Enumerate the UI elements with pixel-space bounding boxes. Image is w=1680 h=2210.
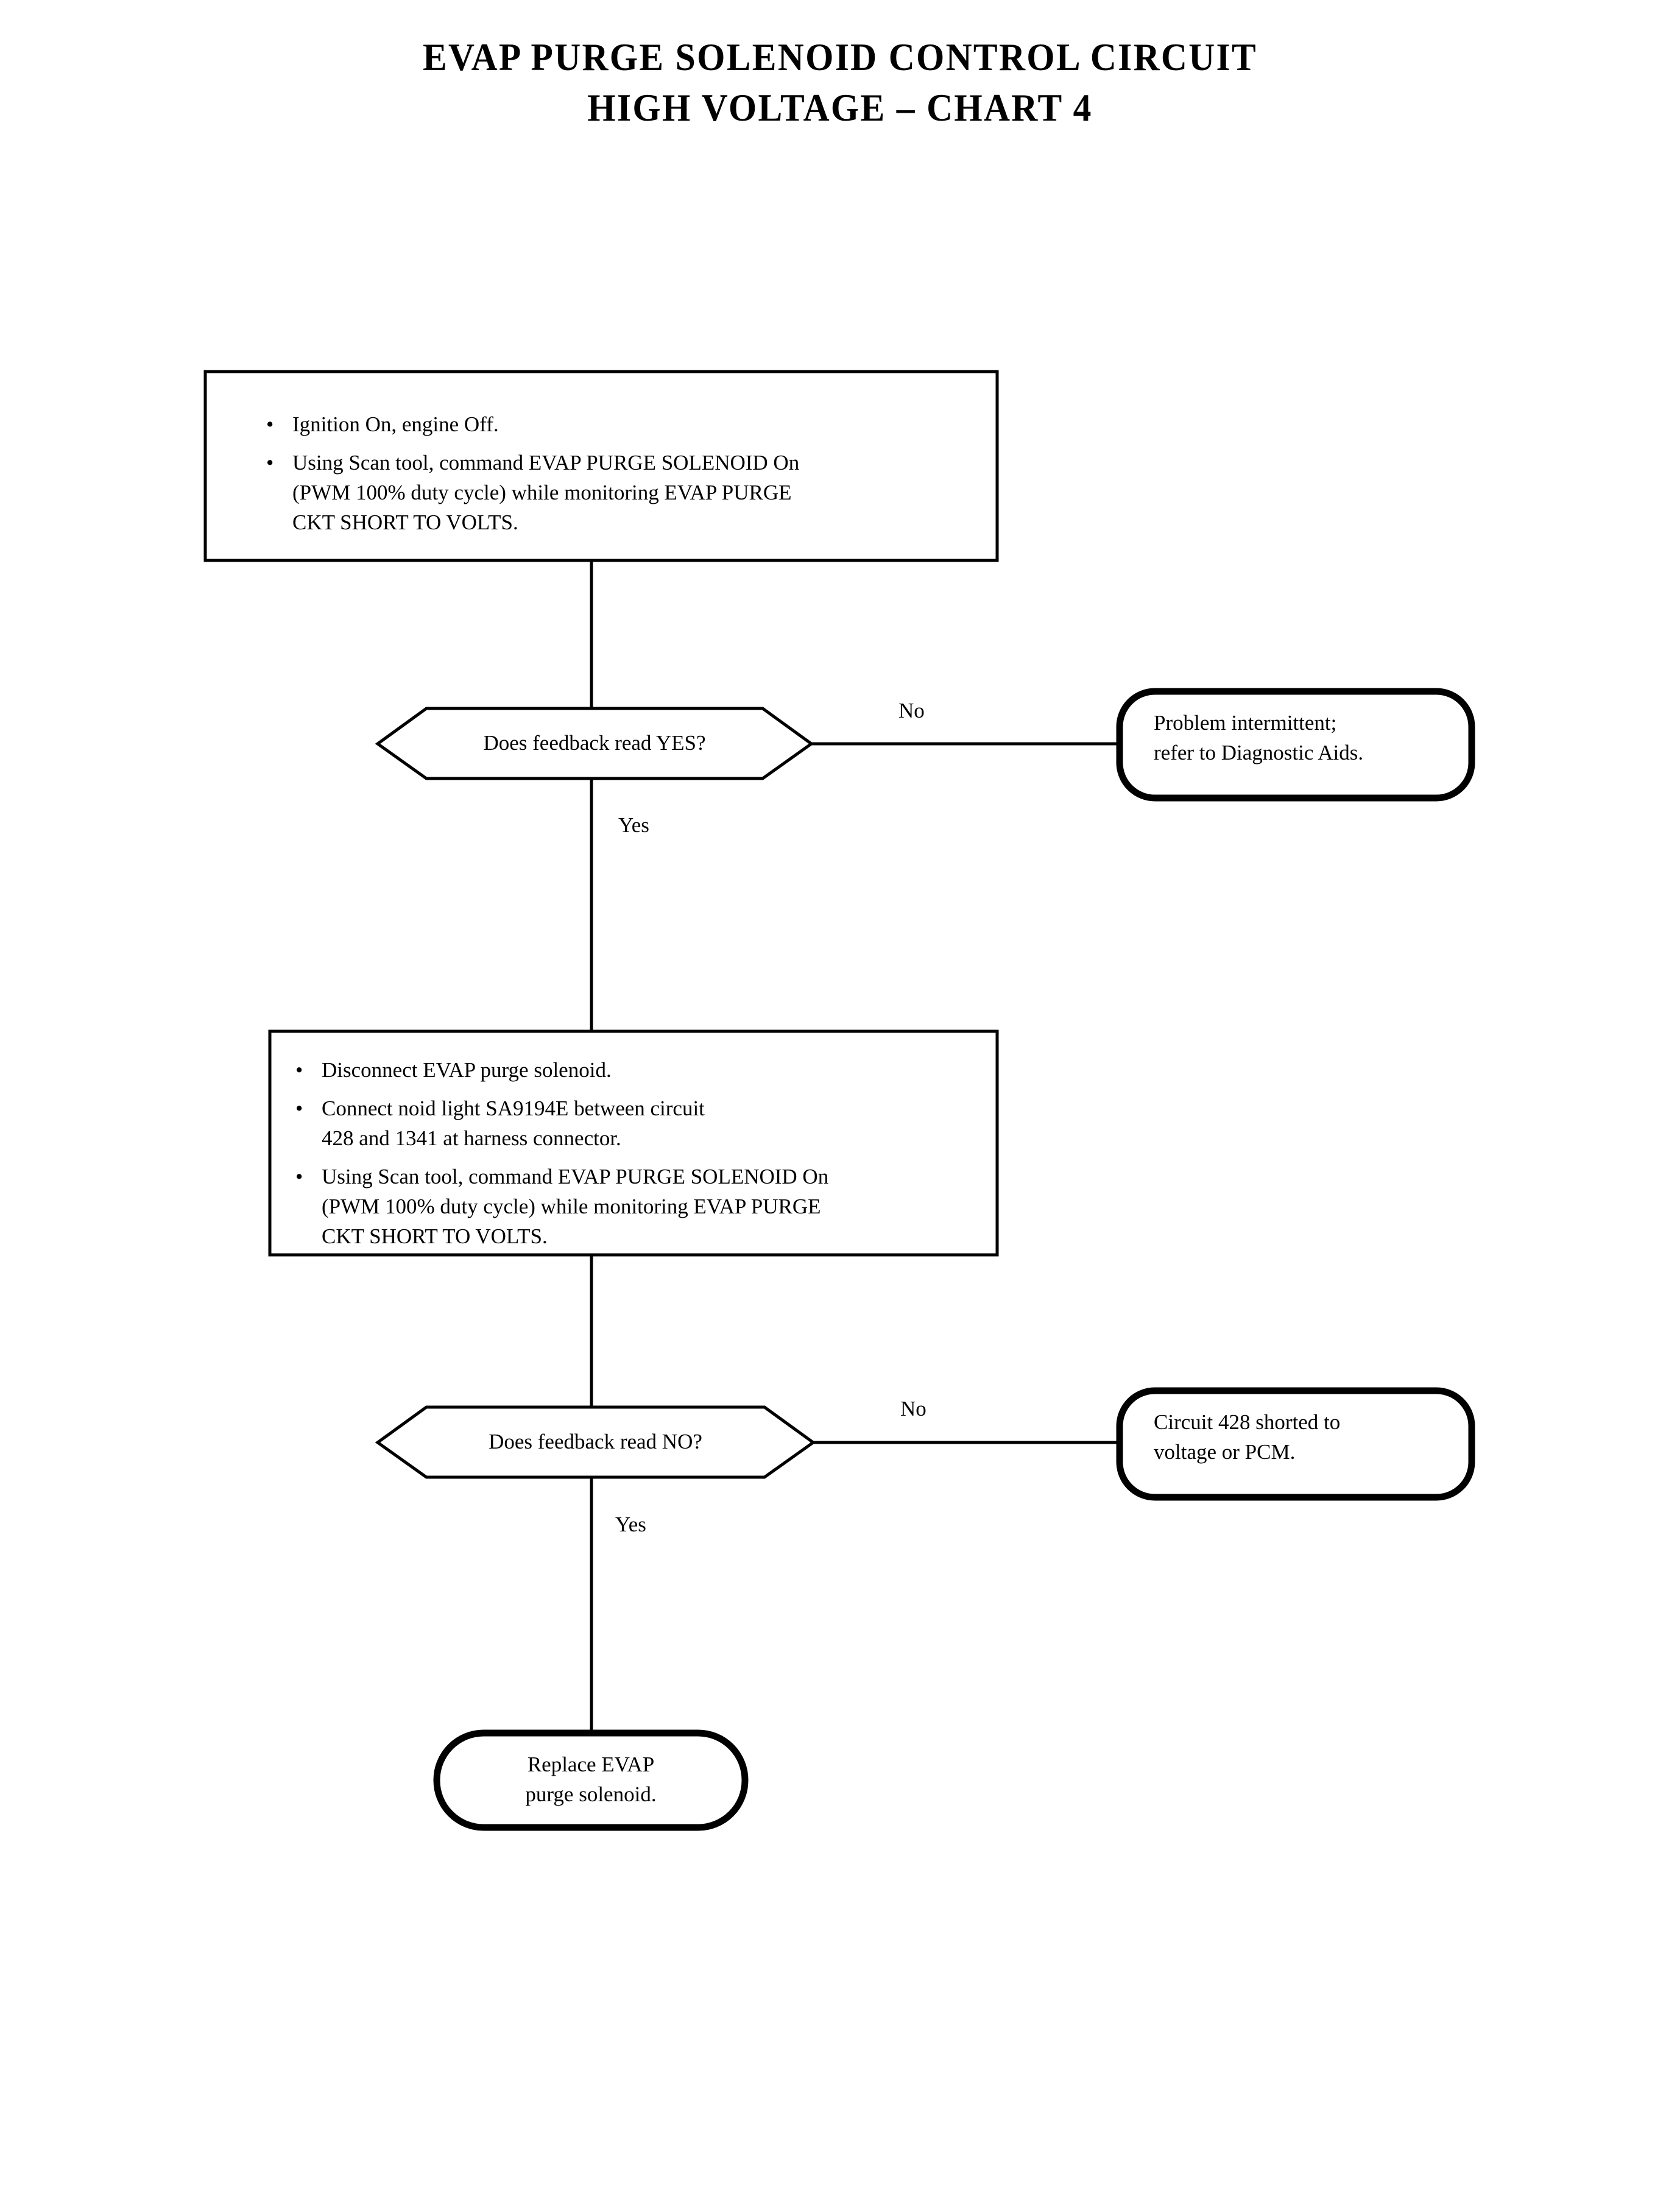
title-line-2: HIGH VOLTAGE – CHART 4 — [587, 86, 1093, 130]
terminal-3-text: Replace EVAP purge solenoid. — [525, 1753, 657, 1806]
terminal-2-box — [1116, 1387, 1475, 1501]
bullet-icon: • — [266, 451, 274, 475]
step-1-content: • Ignition On, engine Off. • Using Scan … — [266, 409, 973, 546]
decision-1-no-label: No — [898, 699, 925, 722]
step-2-bullet-3: • Using Scan tool, command EVAP PURGE SO… — [295, 1162, 978, 1251]
decision-1-hexagon — [375, 707, 814, 780]
step-2-box — [268, 1029, 999, 1257]
step-2-content: • Disconnect EVAP purge solenoid. • Conn… — [295, 1055, 978, 1260]
decision-2-yes-label: Yes — [615, 1513, 646, 1536]
decision-2-no-label: No — [900, 1397, 926, 1421]
terminal-1-box — [1116, 688, 1475, 802]
decision-1-yes-label: Yes — [618, 813, 649, 837]
title-line-1: EVAP PURGE SOLENOID CONTROL CIRCUIT — [422, 35, 1258, 79]
step-1-box — [203, 370, 999, 562]
bullet-icon: • — [266, 412, 274, 436]
step-1-bullet-1-text: Ignition On, engine Off. — [292, 412, 499, 436]
step-2-bullet-2: • Connect noid light SA9194E between cir… — [295, 1093, 978, 1153]
bullet-icon: • — [295, 1165, 303, 1188]
step-2-bullet-1-text: Disconnect EVAP purge solenoid. — [322, 1058, 612, 1082]
decision-1-question: Does feedback read YES? — [483, 731, 706, 755]
terminal-3-box — [433, 1729, 749, 1831]
step-2-bullet-1: • Disconnect EVAP purge solenoid. — [295, 1055, 978, 1085]
page-title: EVAP PURGE SOLENOID CONTROL CIRCUIT HIGH… — [0, 32, 1680, 133]
decision-2-hexagon — [375, 1405, 816, 1479]
bullet-icon: • — [295, 1096, 303, 1120]
step-1-bullet-2-text: Using Scan tool, command EVAP PURGE SOLE… — [292, 451, 800, 534]
step-2-bullet-3-text: Using Scan tool, command EVAP PURGE SOLE… — [322, 1165, 829, 1248]
terminal-2-text: Circuit 428 shorted to voltage or PCM. — [1154, 1410, 1341, 1464]
step-1-bullet-1: • Ignition On, engine Off. — [266, 409, 973, 439]
decision-2-question: Does feedback read NO? — [489, 1430, 702, 1453]
bullet-icon: • — [295, 1058, 303, 1082]
step-2-bullet-2-text: Connect noid light SA9194E between circu… — [322, 1096, 705, 1150]
step-1-bullet-2: • Using Scan tool, command EVAP PURGE SO… — [266, 448, 973, 537]
terminal-1-text: Problem intermittent; refer to Diagnosti… — [1154, 711, 1364, 764]
